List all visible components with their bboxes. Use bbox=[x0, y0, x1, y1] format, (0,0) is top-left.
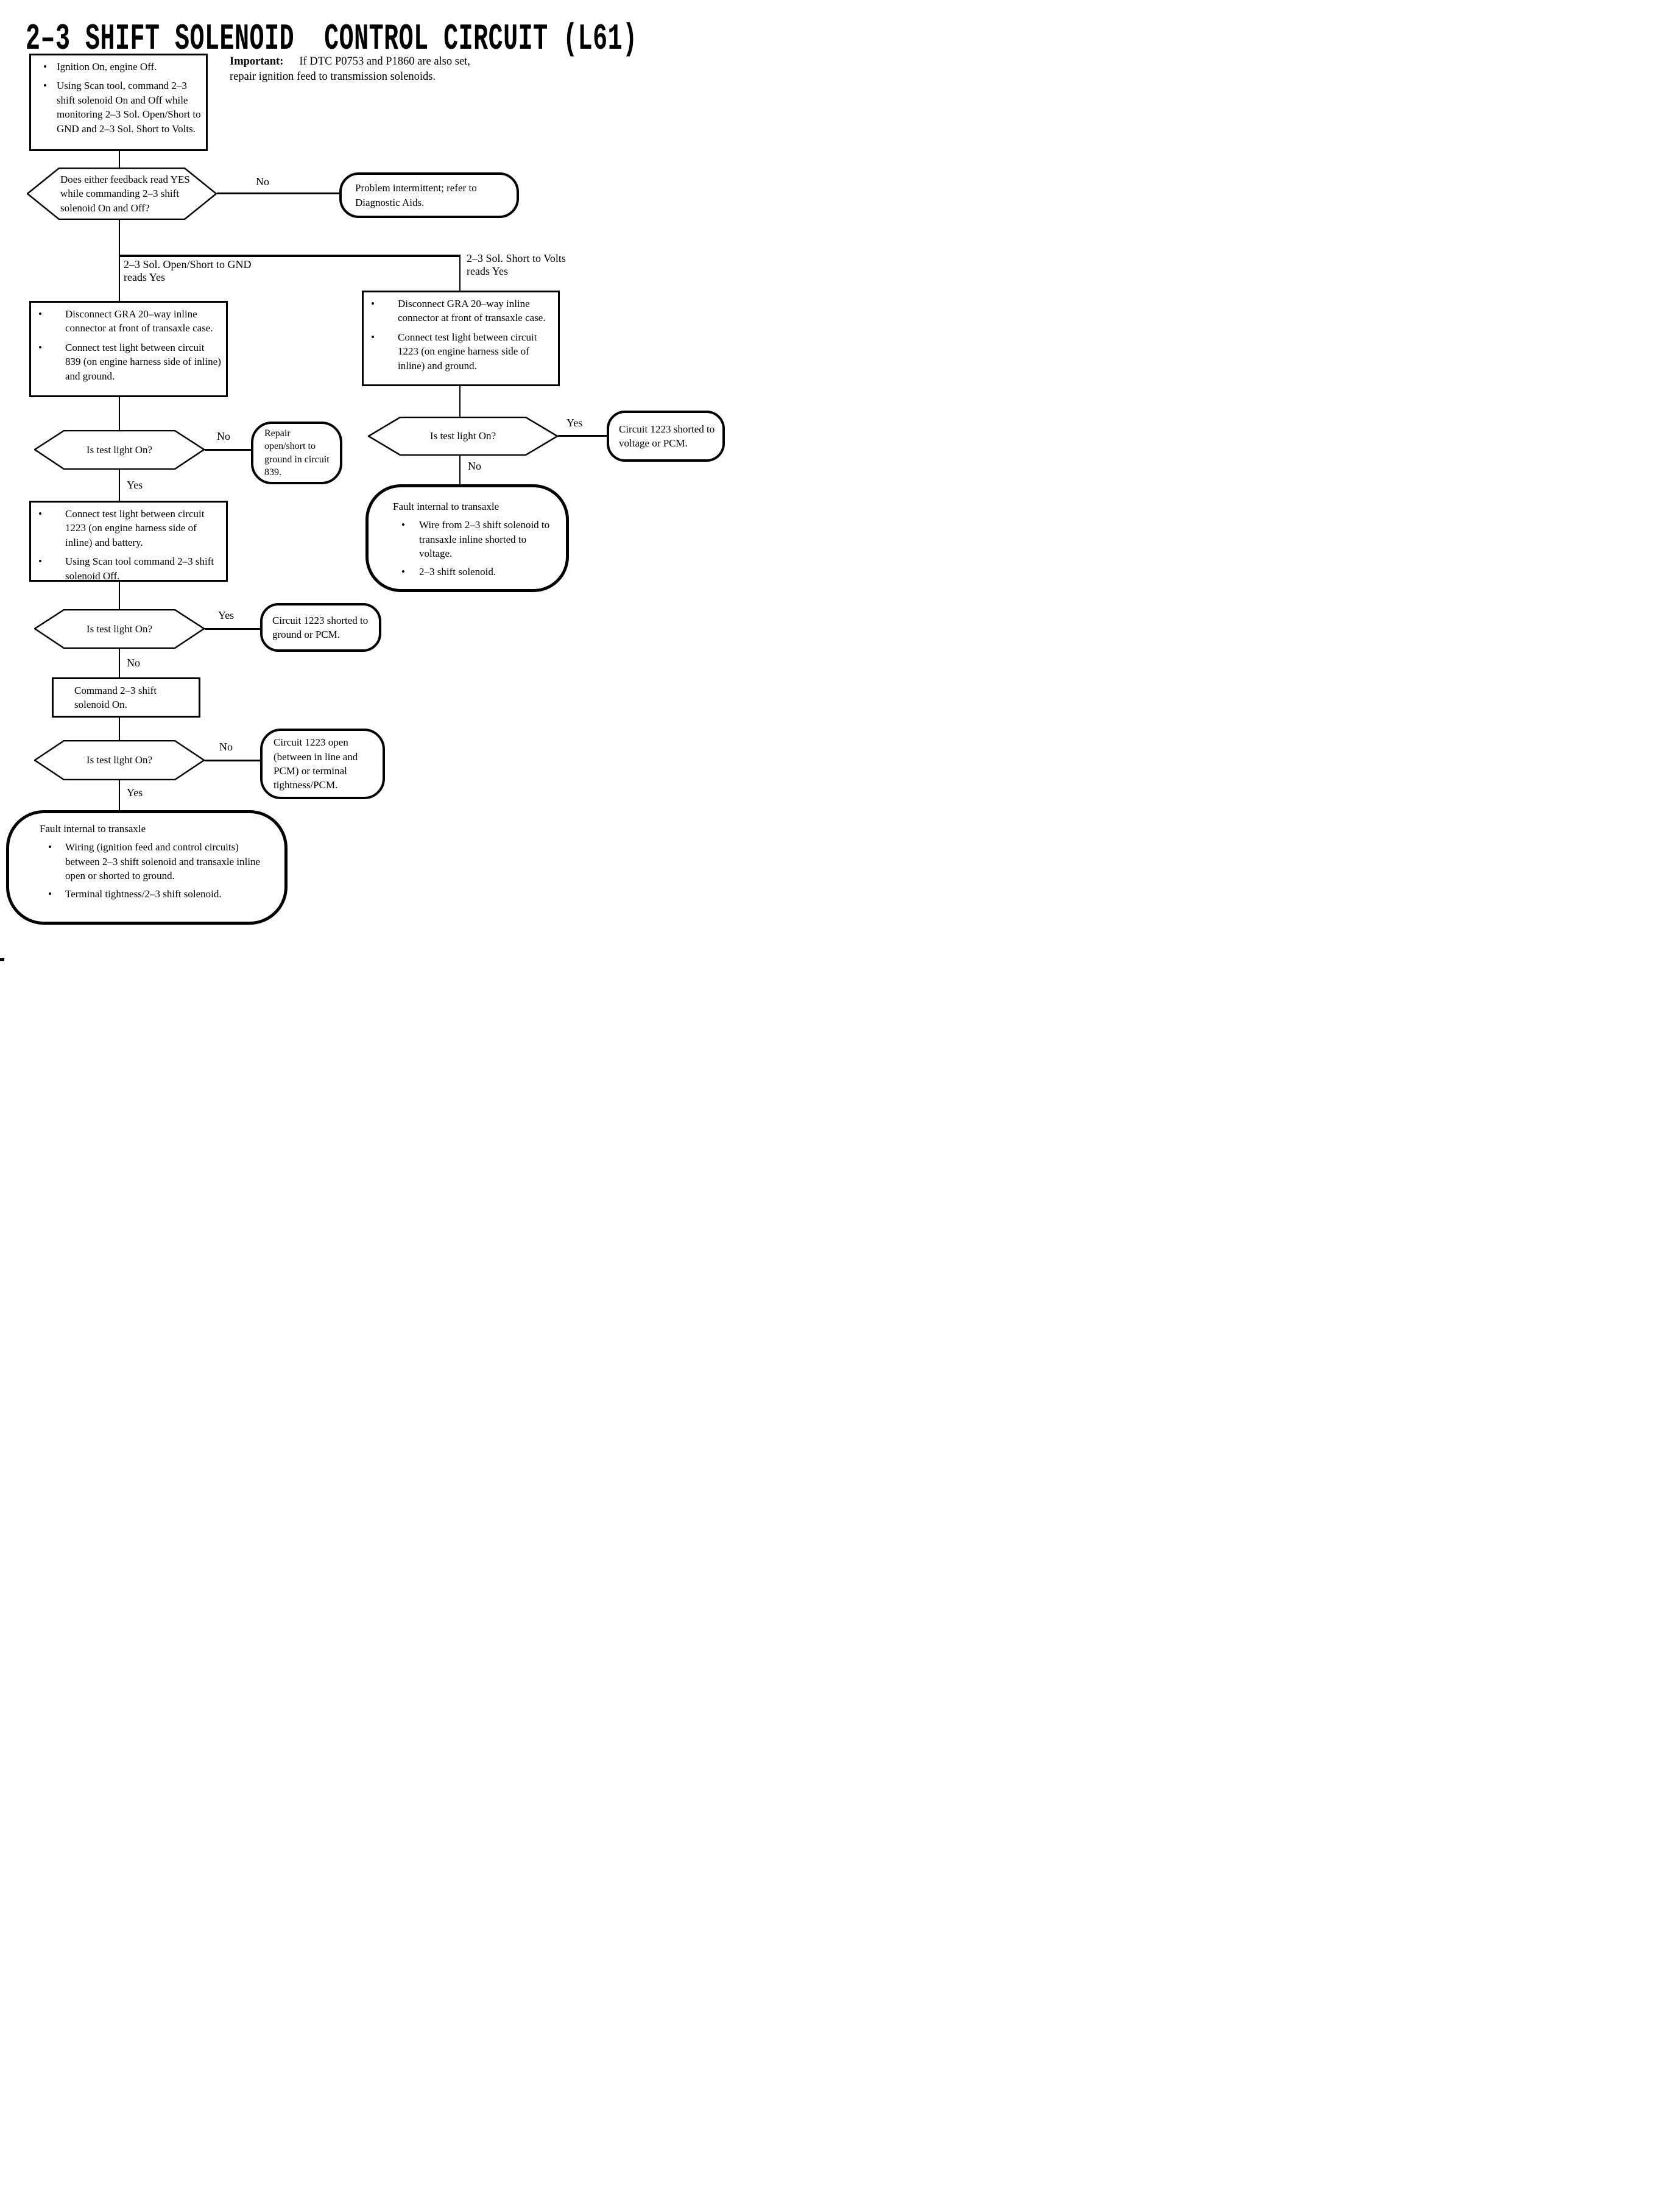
branch-label-open-short-gnd: 2–3 Sol. Open/Short to GND reads Yes bbox=[124, 258, 252, 283]
terminal-circuit-1223-open-text: Circuit 1223 open (between in line and P… bbox=[274, 736, 358, 791]
label-no: No bbox=[219, 741, 233, 753]
connector bbox=[205, 760, 260, 761]
terminal-fault-internal-left: Fault internal to transaxle • Wiring (ig… bbox=[6, 810, 288, 925]
bullet-icon: • bbox=[371, 298, 375, 309]
box-battery-bullet-1: Connect test light between circuit 1223 … bbox=[65, 508, 205, 548]
box-test-light-circuit-839: • Disconnect GRA 20–way inline connector… bbox=[29, 301, 228, 397]
connector bbox=[119, 470, 120, 501]
connector bbox=[205, 628, 260, 630]
label-no: No bbox=[217, 430, 230, 442]
page-artifact bbox=[0, 958, 4, 961]
label-yes: Yes bbox=[566, 417, 583, 429]
bullet-icon: • bbox=[401, 565, 405, 577]
terminal-circuit-1223-open: Circuit 1223 open (between in line and P… bbox=[260, 729, 385, 799]
branch-label-short-volts: 2–3 Sol. Short to Volts reads Yes bbox=[467, 252, 566, 277]
decision-test-light-3-question: Is test light On? bbox=[86, 754, 153, 766]
decision-test-light-right-hexagon: Is test light On? bbox=[368, 417, 558, 456]
bullet-icon: • bbox=[38, 556, 42, 568]
decision-test-light-2-question: Is test light On? bbox=[86, 623, 153, 635]
connector bbox=[459, 456, 461, 484]
important-text: If DTC P0753 and P1860 are also set, rep… bbox=[230, 55, 470, 83]
connector bbox=[119, 220, 120, 255]
decision-test-light-2-hexagon: Is test light On? bbox=[34, 609, 205, 649]
fault-left-heading: Fault internal to transaxle bbox=[40, 823, 146, 835]
hexagon-shape bbox=[34, 740, 205, 780]
terminal-circuit-1223-shorted-ground: Circuit 1223 shorted to ground or PCM. bbox=[260, 603, 381, 652]
page-title: 2–3 SHIFT SOLENOID CONTROL CIRCUIT (L61) bbox=[26, 19, 638, 61]
box-1223-bullet-2: Connect test light between circuit 1223 … bbox=[398, 331, 537, 372]
box-battery-bullet-2: Using Scan tool command 2–3 shift soleno… bbox=[65, 556, 214, 582]
start-bullet-2: Using Scan tool, command 2–3 shift solen… bbox=[57, 80, 201, 135]
connector bbox=[459, 386, 461, 417]
connector bbox=[558, 435, 607, 437]
fault-left-bullet-1: Wiring (ignition feed and control circui… bbox=[65, 841, 261, 882]
decision-test-light-3-hexagon: Is test light On? bbox=[34, 740, 205, 780]
decision-feedback-question: Does either feedback read YES while comm… bbox=[60, 173, 190, 214]
bullet-icon: • bbox=[48, 888, 52, 900]
flowchart-page: 2–3 SHIFT SOLENOID CONTROL CIRCUIT (L61)… bbox=[0, 0, 731, 962]
terminal-repair-circuit-839-text: Repair open/short to ground in circuit 8… bbox=[264, 428, 330, 478]
box-1223-bullet-1: Disconnect GRA 20–way inline connector a… bbox=[398, 298, 546, 324]
bullet-icon: • bbox=[43, 80, 47, 92]
hexagon-shape bbox=[34, 430, 205, 470]
label-yes: Yes bbox=[218, 609, 235, 621]
terminal-problem-intermittent: Problem intermittent; refer to Diagnosti… bbox=[339, 172, 519, 218]
fault-right-bullet-1: Wire from 2–3 shift solenoid to transaxl… bbox=[419, 519, 550, 560]
bullet-icon: • bbox=[401, 519, 405, 531]
start-box: • Ignition On, engine Off. • Using Scan … bbox=[29, 54, 208, 151]
bullet-icon: • bbox=[38, 341, 42, 353]
bullet-icon: • bbox=[48, 841, 52, 853]
start-bullet-1: Ignition On, engine Off. bbox=[57, 61, 157, 72]
terminal-circuit-1223-shorted-voltage: Circuit 1223 shorted to voltage or PCM. bbox=[607, 411, 725, 462]
connector bbox=[119, 151, 120, 168]
terminal-circuit-1223-shorted-voltage-text: Circuit 1223 shorted to voltage or PCM. bbox=[619, 423, 715, 449]
decision-test-light-right-question: Is test light On? bbox=[429, 430, 496, 442]
decision-test-light-1-hexagon: Is test light On? bbox=[34, 430, 205, 470]
connector bbox=[119, 397, 120, 430]
label-yes: Yes bbox=[127, 786, 143, 799]
label-no: No bbox=[256, 175, 269, 188]
connector bbox=[217, 192, 339, 194]
box-test-light-circuit-1223: • Disconnect GRA 20–way inline connector… bbox=[362, 291, 560, 386]
box-command-solenoid-on: Command 2–3 shift solenoid On. bbox=[52, 677, 200, 718]
important-label: Important: bbox=[230, 55, 284, 68]
fault-right-bullet-2: 2–3 shift solenoid. bbox=[419, 565, 496, 577]
label-yes: Yes bbox=[127, 479, 143, 491]
bullet-icon: • bbox=[43, 61, 47, 72]
connector-branch bbox=[119, 255, 461, 257]
connector bbox=[119, 582, 120, 609]
connector bbox=[119, 649, 120, 677]
box-test-light-battery: • Connect test light between circuit 122… bbox=[29, 501, 228, 582]
decision-feedback-hexagon: Does either feedback read YES while comm… bbox=[27, 168, 217, 220]
decision-test-light-1-question: Is test light On? bbox=[86, 443, 153, 456]
connector bbox=[119, 718, 120, 740]
label-no: No bbox=[468, 460, 481, 472]
box-839-bullet-1: Disconnect GRA 20–way inline connector a… bbox=[65, 308, 213, 334]
label-no: No bbox=[127, 657, 140, 669]
connector bbox=[119, 255, 120, 301]
bullet-icon: • bbox=[38, 308, 42, 320]
hexagon-shape bbox=[34, 609, 205, 649]
terminal-fault-internal-right: Fault internal to transaxle • Wire from … bbox=[365, 484, 569, 592]
fault-left-bullet-2: Terminal tightness/2–3 shift solenoid. bbox=[65, 888, 222, 900]
hexagon-shape bbox=[27, 168, 217, 220]
box-command-solenoid-on-text: Command 2–3 shift solenoid On. bbox=[74, 684, 157, 710]
connector bbox=[119, 780, 120, 810]
bullet-icon: • bbox=[38, 508, 42, 520]
bullet-icon: • bbox=[371, 331, 375, 343]
terminal-repair-circuit-839: Repair open/short to ground in circuit 8… bbox=[251, 422, 342, 484]
fault-right-heading: Fault internal to transaxle bbox=[393, 501, 499, 512]
hexagon-shape bbox=[368, 417, 558, 456]
connector bbox=[205, 449, 251, 451]
important-note: Important:If DTC P0753 and P1860 are als… bbox=[230, 54, 498, 85]
box-839-bullet-2: Connect test light between circuit 839 (… bbox=[65, 341, 221, 382]
connector bbox=[459, 255, 461, 291]
terminal-circuit-1223-shorted-ground-text: Circuit 1223 shorted to ground or PCM. bbox=[272, 614, 369, 640]
terminal-problem-intermittent-text: Problem intermittent; refer to Diagnosti… bbox=[355, 182, 477, 208]
